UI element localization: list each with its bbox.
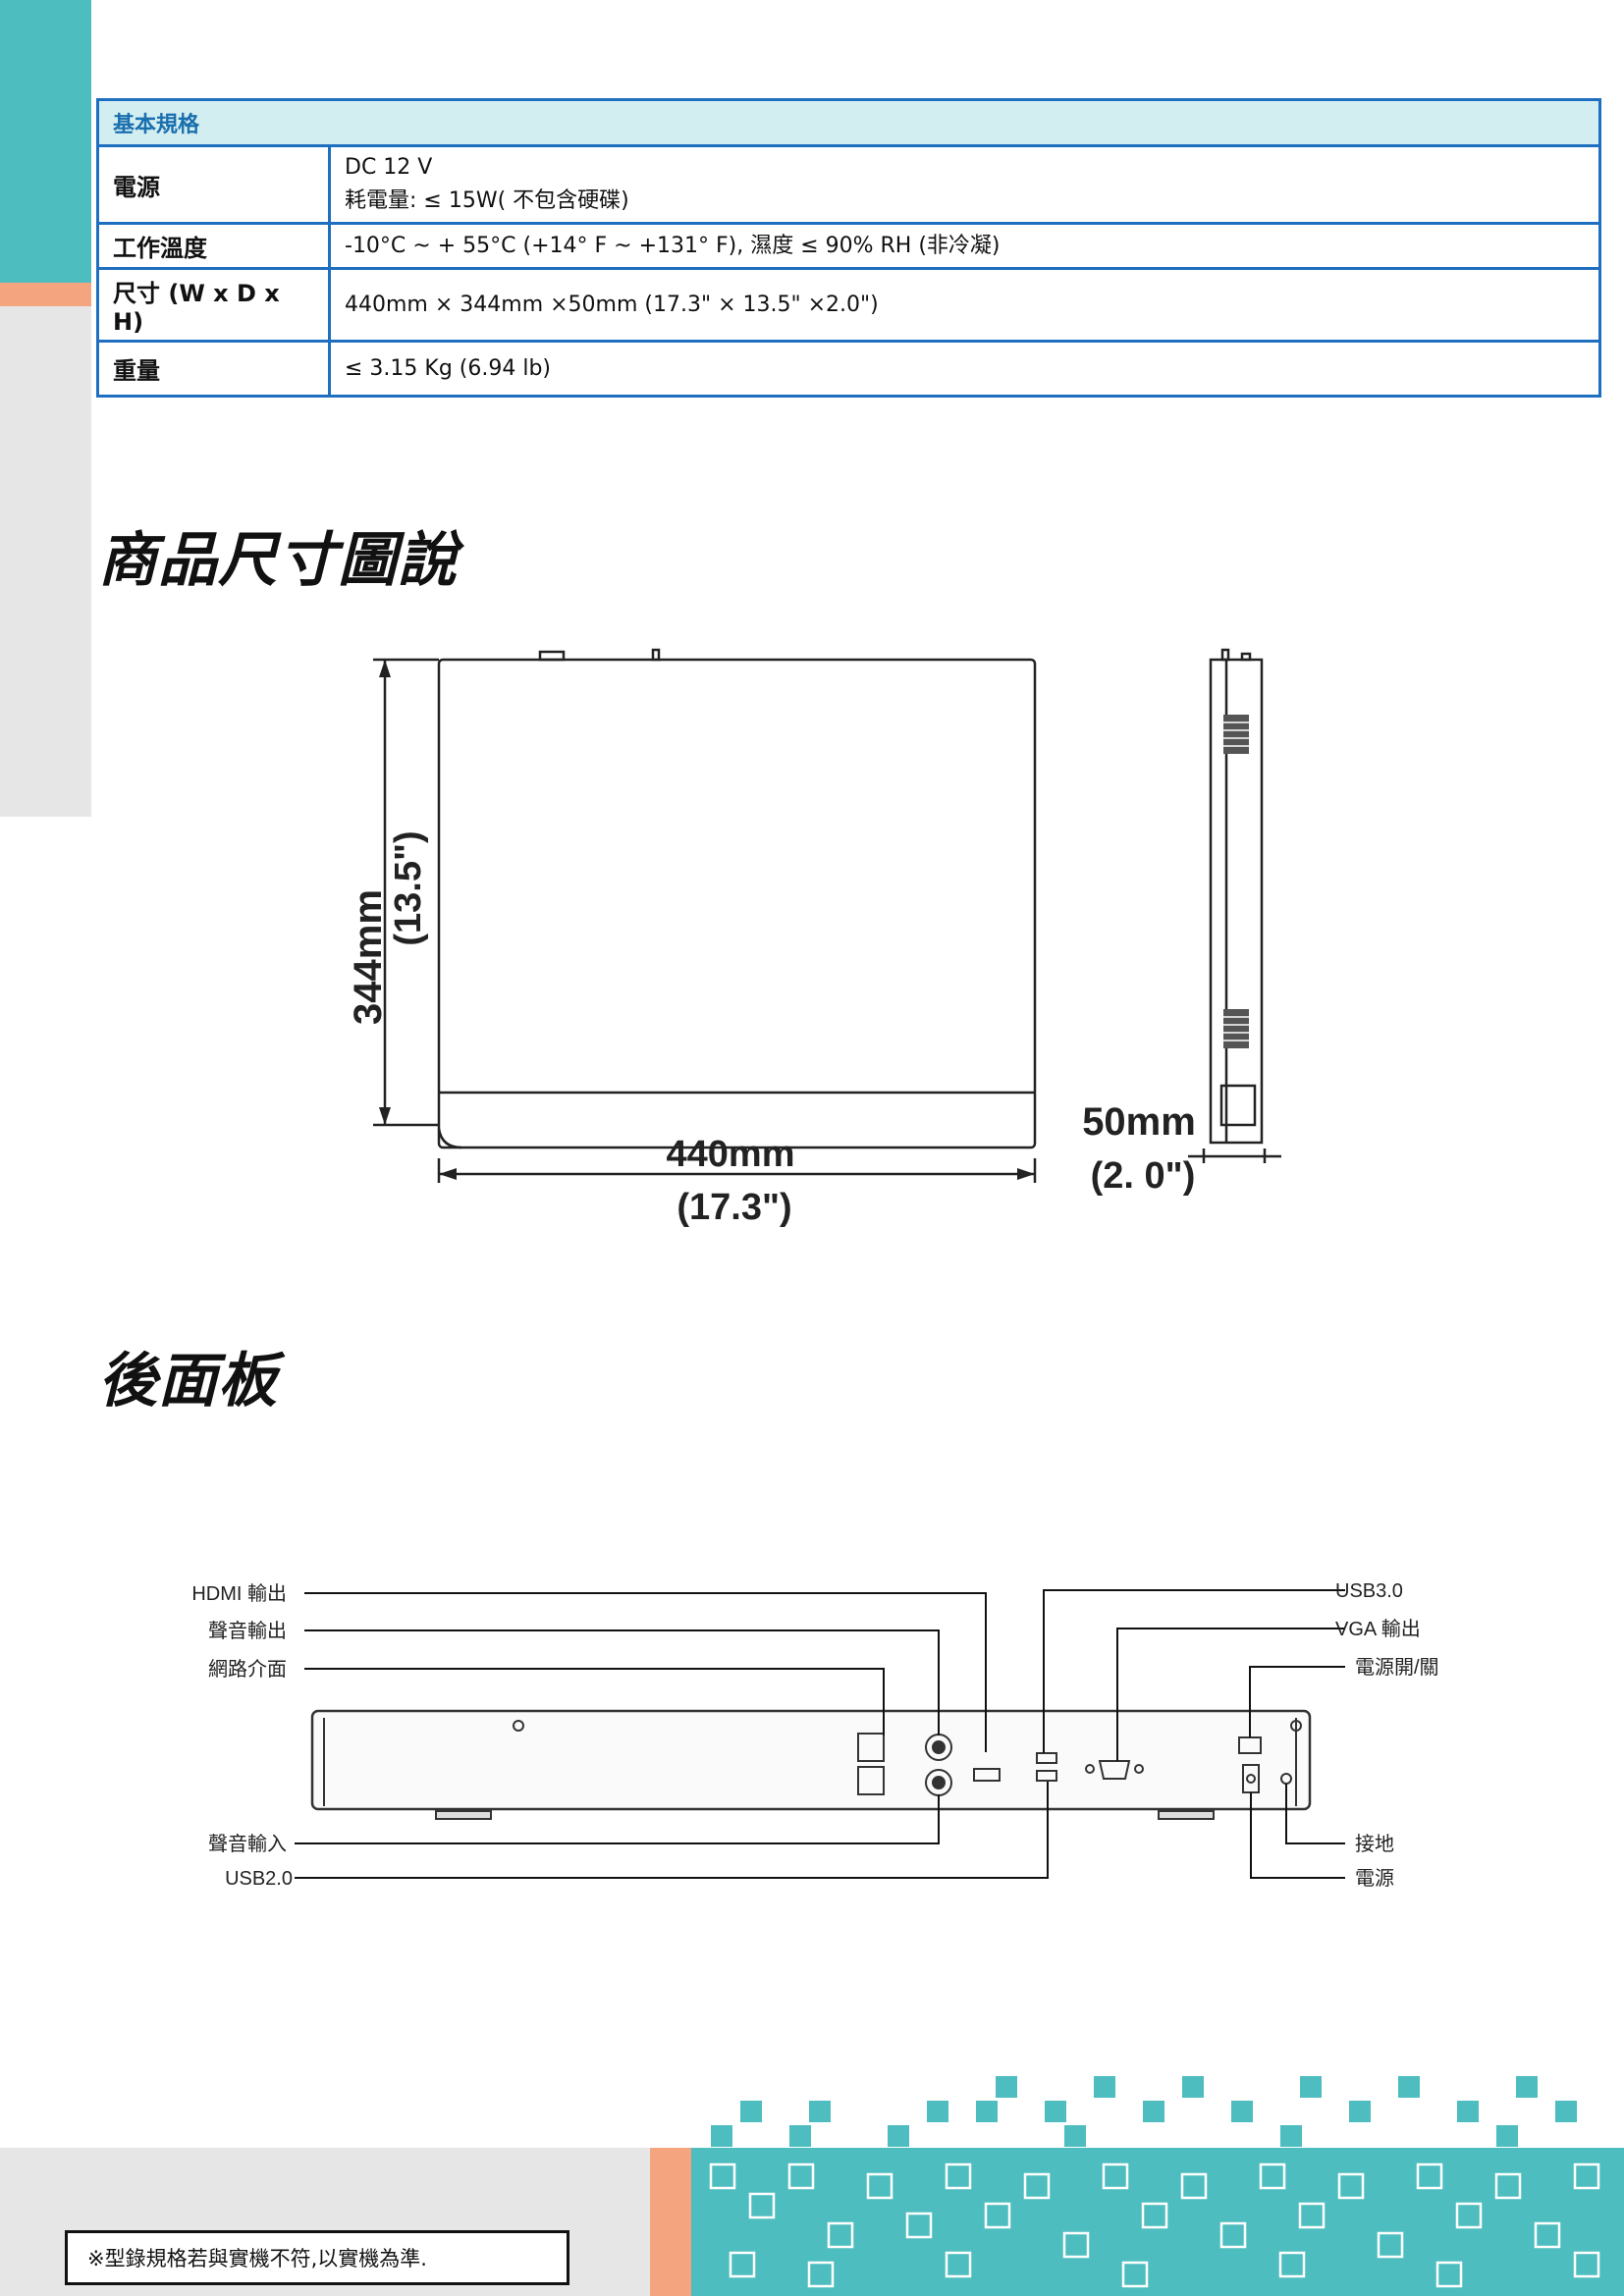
- spec-value-line: 耗電量: ≤ 15W( 不包含硬碟): [345, 188, 629, 213]
- table-row: 尺寸 (W x D x H) 440mm × 344mm ×50mm (17.3…: [96, 267, 1601, 343]
- table-row: 重量 ≤ 3.15 Kg (6.94 lb): [96, 340, 1601, 398]
- label-audio-out: 聲音輸出: [208, 1620, 287, 1642]
- label-power-switch: 電源開/關: [1355, 1656, 1439, 1679]
- spec-label-dimensions: 尺寸 (W x D x H): [96, 267, 331, 343]
- label-network: 網路介面: [208, 1658, 287, 1681]
- vga-port-icon: [1098, 1760, 1131, 1780]
- label-usb3: USB3.0: [1335, 1580, 1403, 1602]
- spec-label-temperature: 工作溫度: [96, 222, 331, 270]
- footer-orange-stripe: [650, 2148, 691, 2296]
- label-vga-out: VGA 輸出: [1335, 1618, 1421, 1640]
- section-title-dimensions: 商品尺寸圖說: [98, 526, 458, 595]
- spec-value-temperature: -10°C ~ + 55°C (+14° F ~ +131° F), 濕度 ≤ …: [328, 222, 1601, 270]
- label-audio-in: 聲音輸入: [208, 1833, 287, 1855]
- spec-label-power: 電源: [96, 144, 331, 225]
- depth-in-label: (2. 0"): [1091, 1155, 1196, 1197]
- footer-pixel-pattern: [691, 2076, 1624, 2296]
- spec-table: 基本規格 電源 DC 12 V 耗電量: ≤ 15W( 不包含硬碟) 工作溫度 …: [96, 98, 1601, 398]
- spec-value-dimensions: 440mm × 344mm ×50mm (17.3" × 13.5" ×2.0"…: [328, 267, 1601, 343]
- height-mm-label: 344mm: [347, 889, 390, 1025]
- table-row: 工作溫度 -10°C ~ + 55°C (+14° F ~ +131° F), …: [96, 222, 1601, 270]
- hdmi-port-icon: [973, 1768, 1001, 1782]
- device-side-view: [1209, 658, 1264, 1145]
- network-port-icon: [857, 1733, 885, 1762]
- width-in-label: (17.3"): [677, 1187, 791, 1228]
- width-mm-label: 440mm: [667, 1134, 795, 1175]
- network-port-icon: [857, 1766, 885, 1795]
- usb2-port-icon: [1036, 1770, 1057, 1782]
- usb3-port-icon: [1036, 1752, 1057, 1764]
- spec-table-header: 基本規格: [96, 98, 1601, 147]
- height-in-label: (13.5"): [388, 830, 429, 945]
- label-usb2: USB2.0: [225, 1868, 293, 1890]
- spec-label-weight: 重量: [96, 340, 331, 398]
- label-ground: 接地: [1355, 1833, 1394, 1855]
- spec-value-line: DC 12 V: [345, 155, 433, 180]
- device-top-view: [437, 658, 1037, 1149]
- depth-mm-label: 50mm: [1082, 1100, 1196, 1144]
- label-power: 電源: [1355, 1867, 1394, 1890]
- sidebar-teal-block: [0, 0, 91, 283]
- rear-panel-body: [310, 1709, 1312, 1811]
- table-row: 電源 DC 12 V 耗電量: ≤ 15W( 不包含硬碟): [96, 144, 1601, 225]
- rear-panel-diagram: HDMI 輸出 聲音輸出 網路介面 聲音輸入 USB2.0 USB3.0 VGA…: [191, 1580, 1439, 1890]
- spec-value-power: DC 12 V 耗電量: ≤ 15W( 不包含硬碟): [328, 144, 1601, 225]
- sidebar-orange-stripe: [0, 283, 91, 306]
- disclaimer-box: ※型錄規格若與實機不符,以實機為準.: [65, 2230, 569, 2285]
- spec-value-weight: ≤ 3.15 Kg (6.94 lb): [328, 340, 1601, 398]
- label-hdmi-out: HDMI 輸出: [191, 1582, 287, 1605]
- sidebar-grey-block: [0, 306, 91, 817]
- dimension-drawing: 344mm (13.5") 440mm (17.3") 50mm (2. 0"): [347, 648, 1281, 1228]
- section-title-rear-panel: 後面板: [98, 1347, 278, 1415]
